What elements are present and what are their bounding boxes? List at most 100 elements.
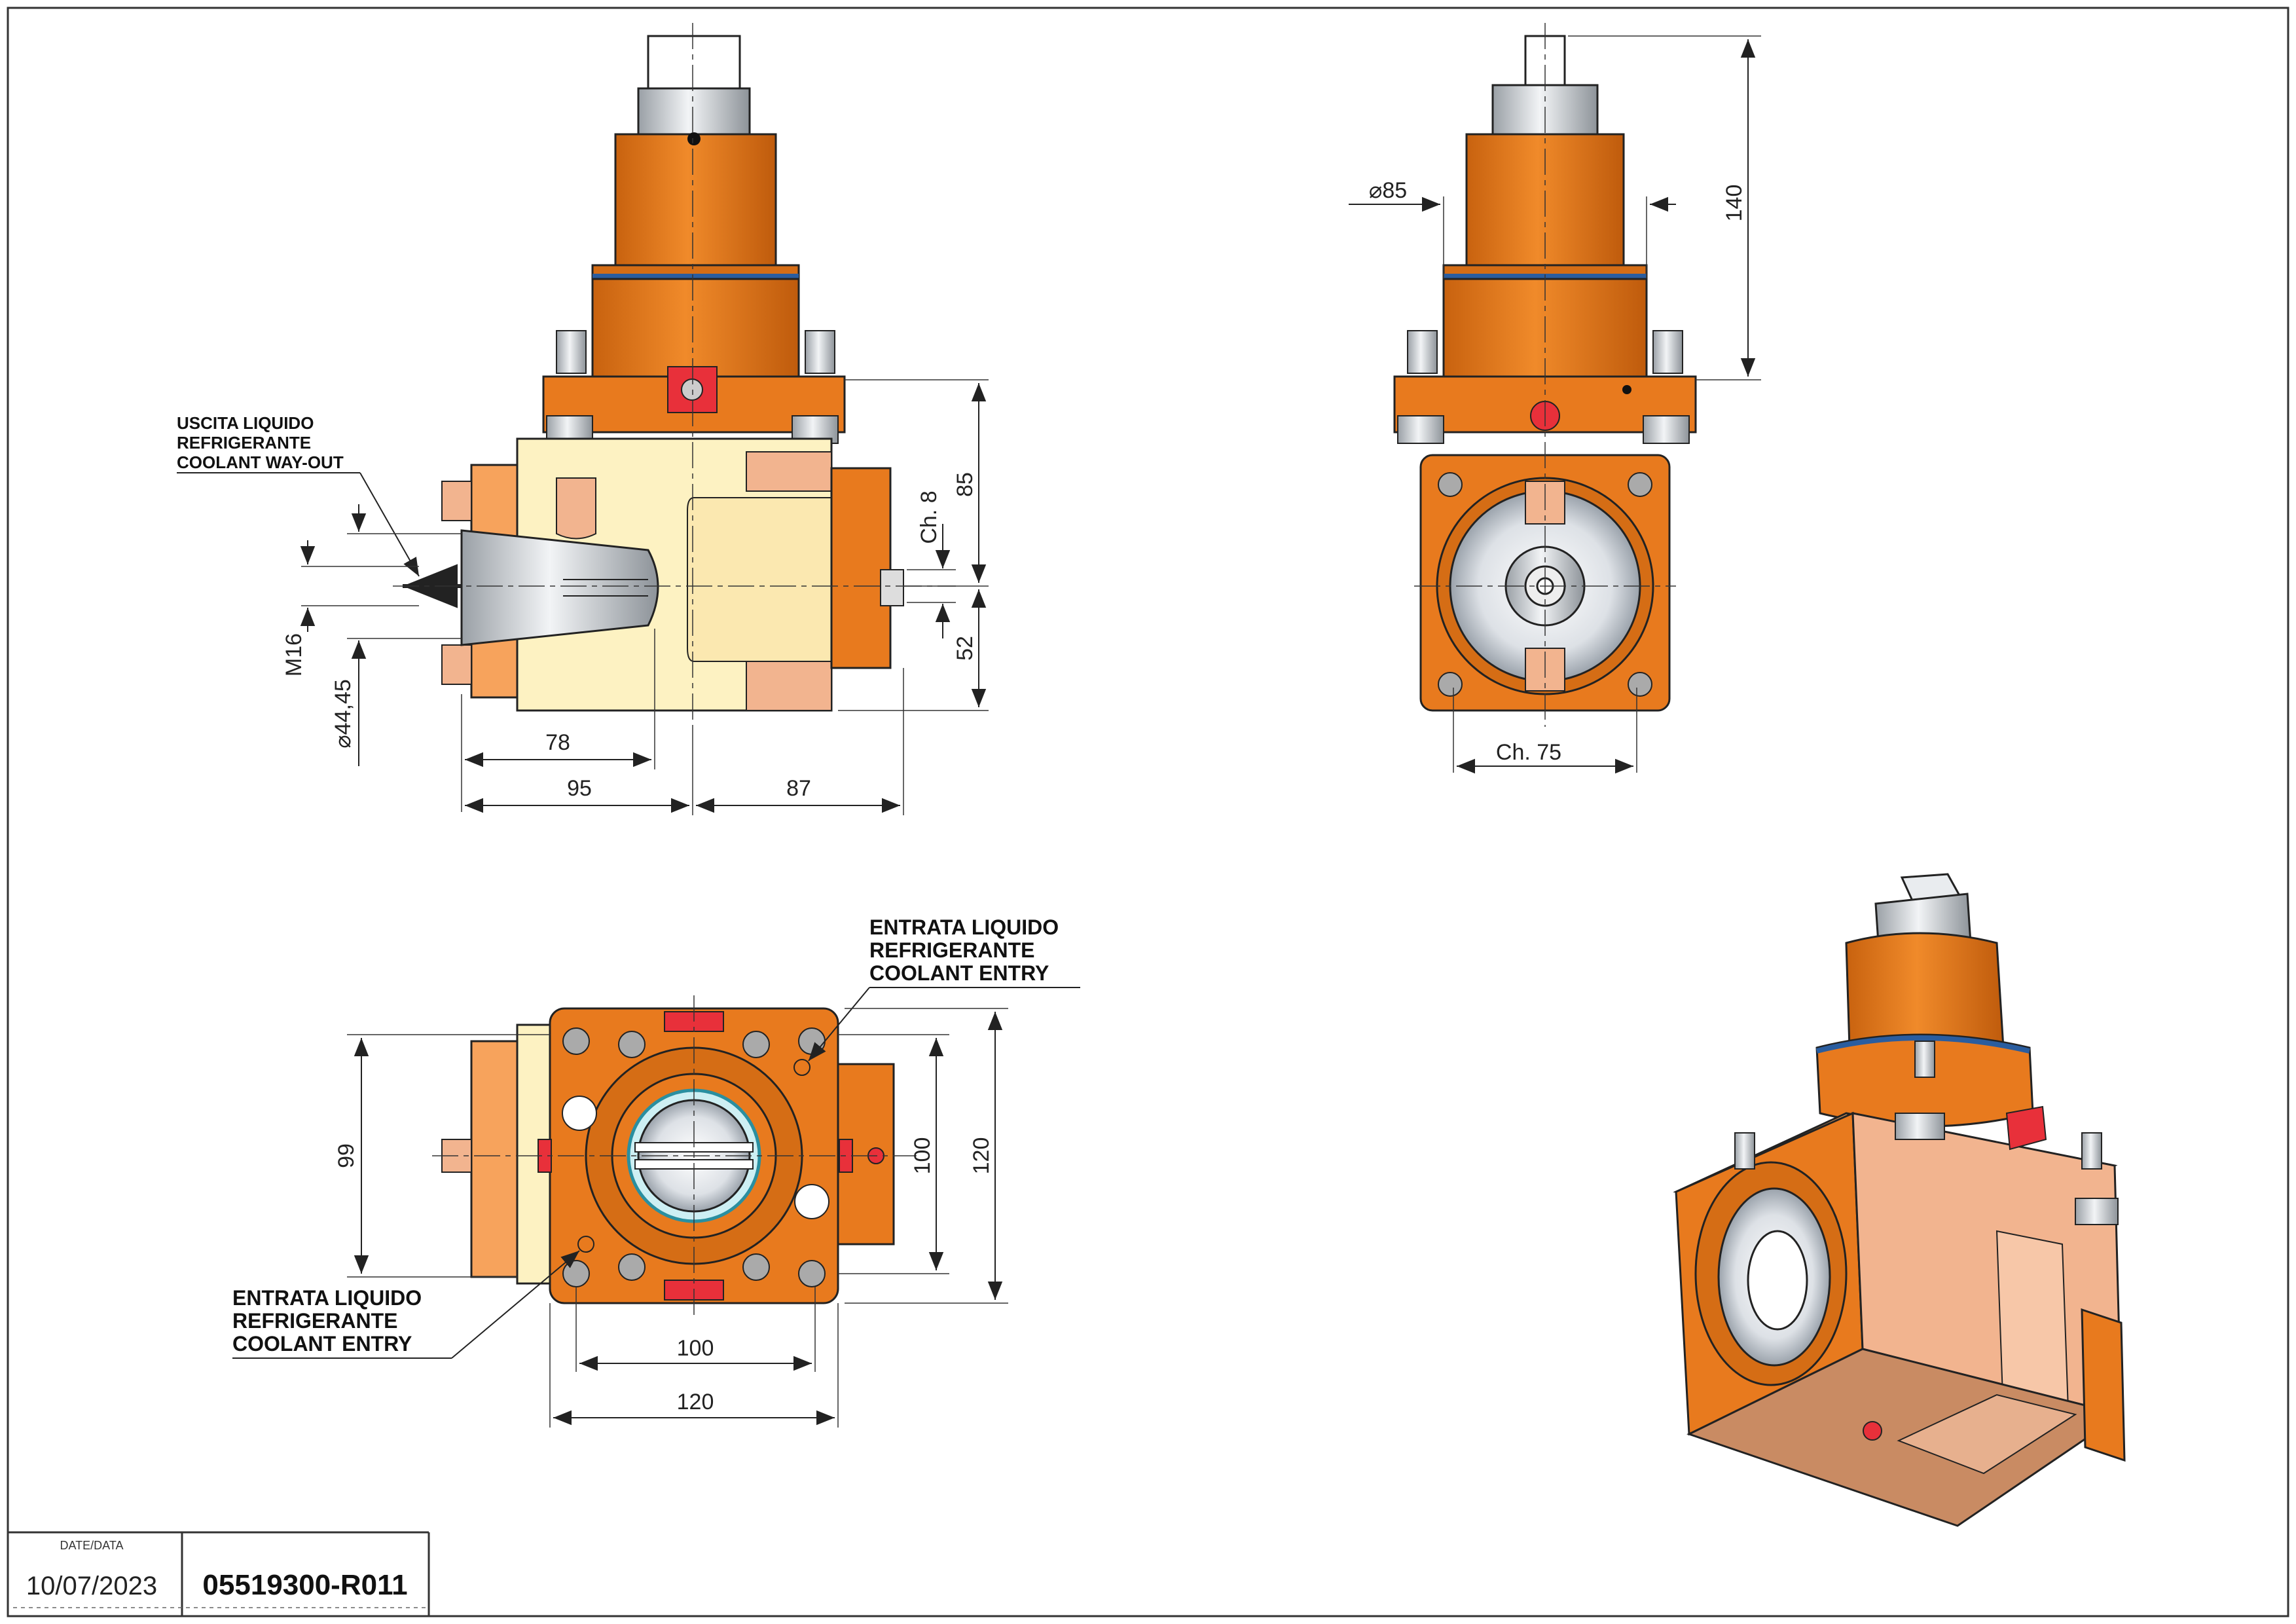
dim-100-vertical: 100 — [838, 1034, 949, 1274]
note-line-3: COOLANT ENTRY — [869, 961, 1049, 985]
front-right-cap — [830, 467, 892, 669]
front-blue-ring — [592, 274, 799, 279]
dim-ch75-label: Ch. 75 — [1496, 740, 1561, 765]
side-face-screw-tl — [1438, 472, 1463, 497]
dim-78: 78 — [461, 629, 655, 812]
front-body-pocket-bottom — [746, 661, 832, 711]
front-body-recess — [687, 497, 832, 662]
dim-m16: M16 — [282, 540, 419, 676]
front-collet — [460, 529, 659, 646]
front-shaft — [637, 87, 751, 136]
front-right-nut — [880, 569, 904, 606]
dim-m16-label: M16 — [282, 633, 306, 676]
dim-100v-label: 100 — [910, 1137, 935, 1175]
dim-78-label: 78 — [545, 730, 570, 755]
dim-99: 99 — [334, 1034, 550, 1278]
bottom-screw — [562, 1260, 590, 1287]
dim-87-label: 87 — [786, 776, 811, 801]
iso-bottom-red-dot — [1863, 1421, 1882, 1441]
dim-dia4445: ⌀44,45 — [331, 504, 462, 766]
iso-bolt — [1914, 1041, 1935, 1078]
bottom-white-plug-right — [794, 1184, 829, 1219]
dim-99-label: 99 — [334, 1143, 359, 1168]
dim-ch8: Ch. 8 — [907, 490, 956, 638]
dim-120-horizontal: 120 — [549, 1303, 839, 1428]
bottom-left-flange — [470, 1040, 519, 1278]
front-shaft-key — [647, 35, 741, 90]
dim-dia85: ⌀85 — [1349, 178, 1676, 278]
bottom-screw — [618, 1031, 646, 1058]
iso-bolt — [2081, 1132, 2102, 1170]
note-line-2: REFRIGERANTE — [177, 433, 311, 452]
bottom-coolant-port-top — [793, 1059, 811, 1076]
dim-120h-label: 120 — [677, 1390, 714, 1414]
iso-bore-inner — [1747, 1230, 1808, 1331]
bottom-screw — [742, 1253, 770, 1281]
dim-ch8-label: Ch. 8 — [917, 490, 941, 544]
iso-right-cap — [2081, 1308, 2126, 1462]
front-body-pocket-top — [746, 451, 832, 492]
isometric-view — [1673, 873, 2126, 1527]
title-block-code: 05519300-R011 — [202, 1569, 407, 1601]
dim-52-label: 52 — [953, 636, 977, 661]
dim-120v-label: 120 — [969, 1137, 994, 1175]
note-line-1: USCITA LIQUIDO — [177, 413, 314, 433]
bottom-screw — [618, 1253, 646, 1281]
dim-120-vertical: 120 — [845, 1008, 1008, 1304]
front-housing-dot — [687, 132, 701, 145]
dim-dia4445-label: ⌀44,45 — [331, 679, 355, 748]
iso-red-marker — [2005, 1105, 2047, 1151]
bottom-screw — [562, 1027, 590, 1055]
front-coolant-pipe — [556, 477, 596, 540]
note-line-2: REFRIGERANTE — [232, 1309, 397, 1333]
iso-clamp — [2075, 1198, 2119, 1225]
side-bolt-right — [1652, 330, 1683, 374]
dim-95-label: 95 — [567, 776, 592, 801]
bottom-screw — [742, 1031, 770, 1058]
iso-bolt — [1734, 1132, 1755, 1170]
front-bolt-left — [556, 330, 587, 374]
note-line-1: ENTRATA LIQUIDO — [869, 915, 1059, 939]
dim-100-horizontal: 100 — [575, 1287, 816, 1372]
side-clamp-right — [1643, 415, 1690, 444]
note-line-3: COOLANT ENTRY — [232, 1332, 412, 1356]
dim-85-label: 85 — [953, 472, 977, 497]
note-coolant-entry-top: ENTRATA LIQUIDO REFRIGERANTE COOLANT ENT… — [808, 915, 1080, 1061]
side-face-screw-br — [1628, 672, 1652, 697]
bottom-screw — [798, 1027, 826, 1055]
front-left-stud-bottom — [441, 644, 472, 685]
front-left-stud-top — [441, 481, 472, 521]
iso-clamp — [1895, 1113, 1945, 1140]
note-line-1: ENTRATA LIQUIDO — [232, 1286, 422, 1310]
side-clamp-left — [1397, 415, 1444, 444]
side-small-dot — [1622, 385, 1631, 394]
bottom-coolant-port-bottom — [577, 1236, 594, 1253]
side-face-screw-bl — [1438, 672, 1463, 697]
dim-95-87: 95 87 — [465, 668, 904, 815]
front-spindle-housing — [614, 133, 777, 267]
note-line-3: COOLANT WAY-OUT — [177, 452, 344, 472]
iso-bottom-plate — [1897, 1393, 2077, 1475]
bottom-white-plug-left — [562, 1096, 597, 1131]
note-coolant-way-out: USCITA LIQUIDO REFRIGERANTE COOLANT WAY-… — [177, 413, 420, 577]
front-flange — [591, 278, 800, 378]
title-block-date-label: DATE/DATA — [60, 1539, 123, 1552]
note-leader-diag — [359, 472, 420, 577]
dim-100h-label: 100 — [677, 1336, 714, 1361]
title-block-date: 10/07/2023 — [26, 1572, 157, 1600]
title-block: DATE/DATA 10/07/2023 05519300-R011 — [8, 1531, 430, 1616]
dim-ch75: Ch. 75 — [1453, 688, 1637, 774]
dim-85: 85 — [845, 379, 989, 587]
bottom-screw — [798, 1260, 826, 1287]
bottom-view: ENTRATA LIQUIDO REFRIGERANTE COOLANT ENT… — [232, 915, 1080, 1428]
front-view: USCITA LIQUIDO REFRIGERANTE COOLANT WAY-… — [177, 23, 989, 815]
dim-52: 52 — [838, 589, 989, 711]
front-red-marker-screw — [681, 378, 703, 401]
note-line-2: REFRIGERANTE — [869, 938, 1034, 962]
side-bolt-left — [1407, 330, 1438, 374]
dim-140: 140 — [1568, 35, 1761, 380]
front-bolt-right — [805, 330, 835, 374]
dim-dia85-label: ⌀85 — [1369, 178, 1407, 203]
iso-blue-ring — [1816, 1035, 2030, 1054]
